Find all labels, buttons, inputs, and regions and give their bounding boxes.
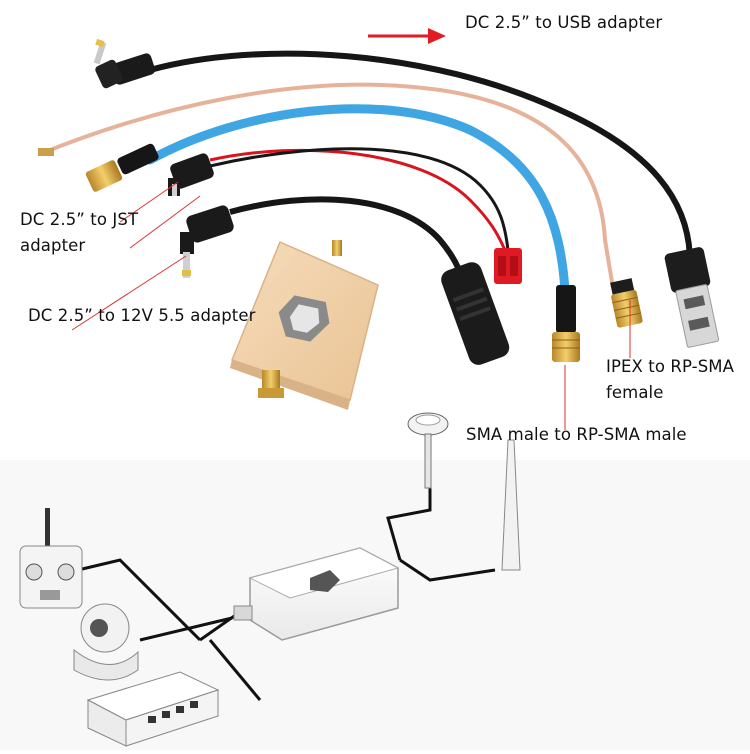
rp-sma-female-icon — [610, 278, 643, 328]
ipex-cable — [38, 82, 643, 328]
antenna-icon — [501, 439, 521, 571]
connection-wires — [77, 488, 496, 701]
ipex-connector — [38, 148, 54, 156]
amplifier-device — [230, 240, 379, 410]
sma-connector-icon — [258, 370, 284, 398]
blue-sma-cable — [85, 104, 580, 362]
label-jst-line1: DC 2.5” to JST — [20, 210, 139, 229]
amplifier-diagram-icon — [233, 547, 400, 641]
dc-plug-icon — [180, 205, 234, 278]
jst-cable — [168, 147, 522, 284]
jst-connector-icon — [494, 248, 522, 284]
usb-cable — [93, 38, 720, 348]
label-12v-adapter: DC 2.5” to 12V 5.5 adapter — [28, 306, 256, 325]
label-jst-adapter: DC 2.5” to JST adapter — [20, 207, 138, 259]
barrel-cable — [180, 196, 510, 365]
dc-plug-icon — [168, 153, 214, 196]
rc-transmitter-icon — [19, 508, 83, 609]
label-ipex-line1: IPEX to RP-SMA — [606, 357, 735, 376]
logo-icon — [278, 295, 330, 342]
label-sma-male: SMA male to RP-SMA male — [466, 425, 687, 444]
usb-plug-icon — [664, 247, 720, 348]
label-jst-line2: adapter — [20, 236, 86, 255]
label-ipex-line2: female — [606, 383, 664, 402]
arrow-icon — [368, 28, 446, 44]
label-ipex-rp-sma: IPEX to RP-SMA female — [606, 354, 734, 406]
network-switch-icon — [86, 671, 220, 747]
sma-male-icon — [552, 285, 580, 362]
ip-camera-icon — [73, 603, 139, 681]
barrel-jack-icon — [441, 262, 510, 365]
sma-connector-icon — [85, 160, 123, 192]
label-usb-adapter: DC 2.5” to USB adapter — [465, 13, 663, 32]
leader-lines — [71, 181, 631, 430]
mushroom-antenna-icon — [407, 412, 449, 489]
dc-plug-icon — [93, 38, 156, 89]
